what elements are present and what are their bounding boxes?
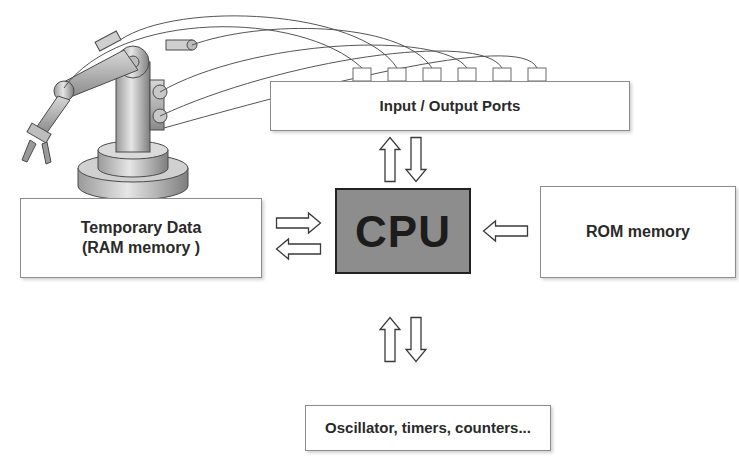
box-label: ROM memory xyxy=(586,222,690,242)
port-terminal xyxy=(353,68,546,81)
hollow-arrow xyxy=(406,138,426,182)
box-label: Oscillator, timers, counters... xyxy=(325,419,531,438)
ram-memory-box: Temporary Data (RAM memory ) xyxy=(20,198,262,278)
box-label: Input / Output Ports xyxy=(380,97,521,116)
hollow-arrow xyxy=(406,318,426,362)
hollow-arrow xyxy=(484,221,528,241)
hollow-arrow xyxy=(277,239,321,259)
rom-memory-box: ROM memory xyxy=(540,186,736,278)
hollow-arrow xyxy=(277,213,321,233)
oscillator-box: Oscillator, timers, counters... xyxy=(305,405,551,451)
hollow-arrow xyxy=(380,318,400,362)
box-label: Temporary Data (RAM memory ) xyxy=(66,218,216,258)
io-ports-box: Input / Output Ports xyxy=(270,81,630,131)
cpu-box: CPU xyxy=(335,188,471,274)
box-label: CPU xyxy=(355,204,451,259)
robot-arm xyxy=(22,31,197,200)
hollow-arrow xyxy=(380,138,400,182)
